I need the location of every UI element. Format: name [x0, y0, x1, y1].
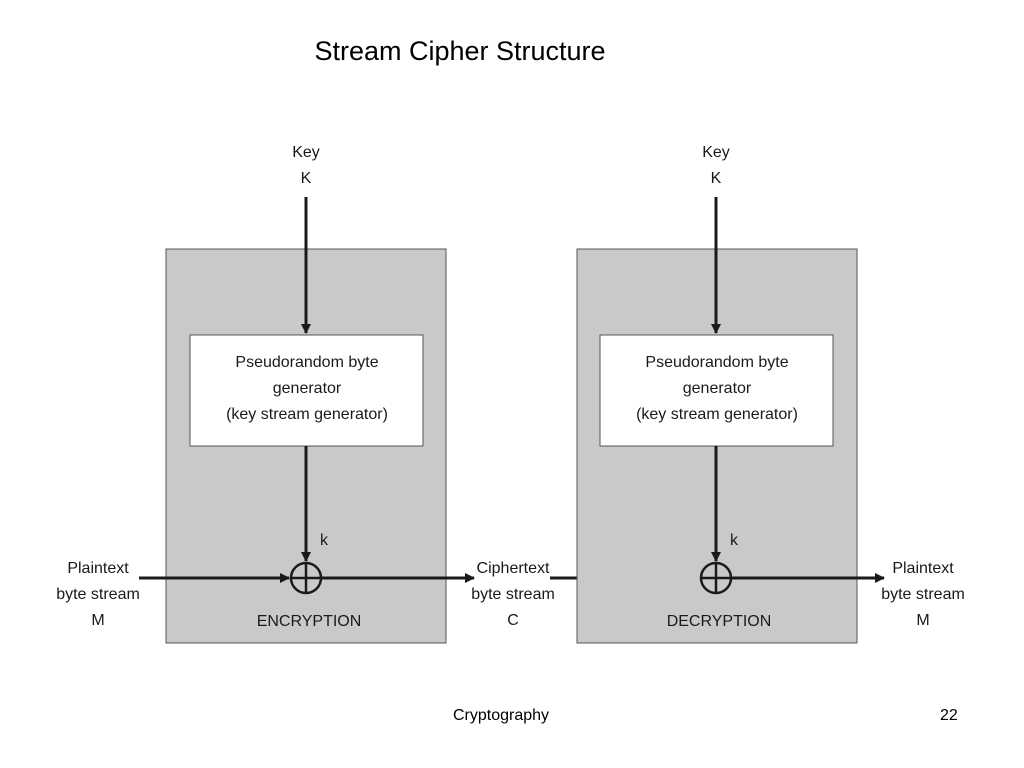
- slide-title: Stream Cipher Structure: [314, 36, 606, 66]
- decryption-block-label: DECRYPTION: [667, 613, 772, 630]
- encryption-block: Pseudorandom byte generator (key stream …: [165, 144, 447, 644]
- plaintext-output-line-1: Plaintext: [892, 560, 954, 577]
- plaintext-input-line-3: M: [91, 612, 104, 629]
- plaintext-output-line-3: M: [916, 612, 929, 629]
- ciphertext-line-1: Ciphertext: [477, 560, 550, 577]
- encryption-key-label: Key: [292, 144, 320, 161]
- plaintext-output-line-2: byte stream: [881, 586, 965, 603]
- ciphertext-line-2: byte stream: [471, 586, 555, 603]
- encryption-generator-box: [189, 334, 424, 447]
- encryption-generator-line-3: (key stream generator): [226, 406, 388, 423]
- decryption-block: Pseudorandom byte generator (key stream …: [576, 144, 858, 644]
- encryption-keystream-symbol: k: [320, 532, 329, 549]
- decryption-generator-line-1: Pseudorandom byte: [645, 354, 788, 371]
- plaintext-input-line-2: byte stream: [56, 586, 140, 603]
- decryption-generator-line-3: (key stream generator): [636, 406, 798, 423]
- encryption-key-symbol: K: [301, 170, 312, 187]
- decryption-generator-box: [599, 334, 834, 447]
- decryption-xor-icon: [699, 561, 733, 595]
- encryption-xor-icon: [289, 561, 323, 595]
- decryption-generator-line-2: generator: [683, 380, 752, 397]
- encryption-block-label: ENCRYPTION: [257, 613, 362, 630]
- decryption-keystream-symbol: k: [730, 532, 739, 549]
- encryption-generator-line-2: generator: [273, 380, 342, 397]
- page-number: 22: [940, 707, 958, 724]
- decryption-key-label: Key: [702, 144, 730, 161]
- footer-title: Cryptography: [453, 707, 550, 724]
- plaintext-input-line-1: Plaintext: [67, 560, 129, 577]
- encryption-generator-line-1: Pseudorandom byte: [235, 354, 378, 371]
- ciphertext-line-3: C: [507, 612, 519, 629]
- decryption-key-symbol: K: [711, 170, 722, 187]
